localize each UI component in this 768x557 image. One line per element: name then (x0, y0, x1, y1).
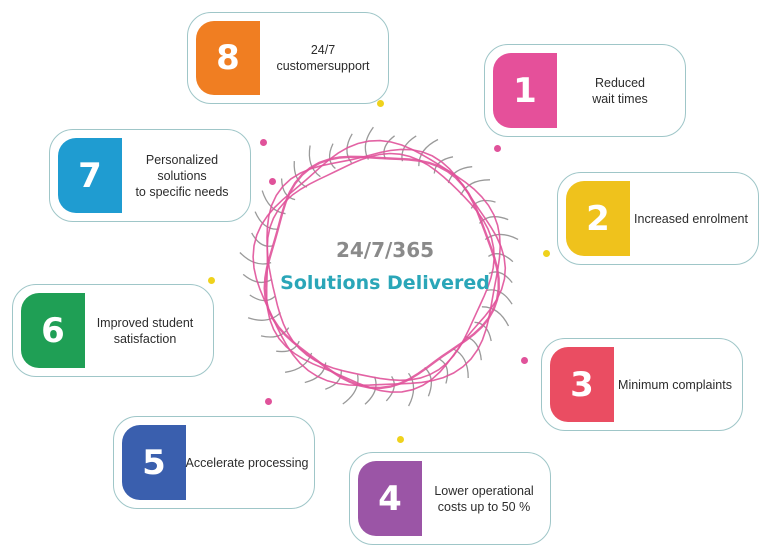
ring-spike (452, 348, 469, 379)
item-badge-7: 7 (58, 138, 122, 213)
ring-spike (239, 252, 272, 265)
item-text-2: Increased enrolment (634, 211, 748, 226)
item-card-3: 3 Minimum complaints (541, 338, 743, 431)
ring-spike (342, 374, 359, 405)
center-title-top: 24/7/365 (335, 238, 435, 262)
connector-dot-yellow (377, 100, 384, 107)
ring-loop (265, 148, 507, 393)
connector-dot-yellow (397, 436, 404, 443)
connector-dot-pink (260, 139, 267, 146)
ring-spike (325, 369, 342, 390)
ring-spike (433, 156, 454, 174)
ring-spike (280, 178, 296, 201)
ring-spike (385, 376, 395, 402)
item-badge-2: 2 (566, 181, 630, 256)
item-card-1: 1 Reduced wait times (484, 44, 686, 137)
ring-spike (474, 321, 492, 342)
ring-spike (249, 294, 276, 302)
ring-loop (252, 139, 502, 387)
ring-loop (266, 152, 496, 382)
item-badge-1: 1 (493, 53, 557, 128)
connector-dot-pink (494, 145, 501, 152)
center-title-bottom: Solutions Delivered (280, 272, 490, 294)
item-text-7: Personalized solutions to specific needs (135, 152, 229, 199)
item-text-6: Improved student satisfaction (96, 315, 194, 346)
ring-spike (251, 232, 274, 247)
ring-spike (247, 312, 281, 321)
item-card-5: 5 Accelerate processing (113, 416, 315, 509)
ring-spike (407, 372, 415, 407)
item-badge-4: 4 (358, 461, 422, 536)
item-card-6: 6 Improved student satisfaction (12, 284, 214, 377)
ring-spike (328, 143, 336, 170)
ring-spike (383, 135, 395, 160)
connector-dot-yellow (543, 250, 550, 257)
item-text-8: 24/7 customersupport (276, 43, 370, 73)
item-badge-6: 6 (21, 293, 85, 368)
item-badge-5: 5 (122, 425, 186, 500)
ring-spike (418, 138, 439, 167)
item-card-4: 4 Lower operational costs up to 50 % (349, 452, 551, 545)
ring-spike (439, 358, 449, 384)
connector-dot-pink (265, 398, 272, 405)
ring-spike (308, 145, 321, 178)
item-card-7: 7 Personalized solutions to specific nee… (49, 129, 251, 222)
ring-spike (364, 376, 377, 405)
connector-dot-pink (521, 357, 528, 364)
item-card-8: 8 24/7 customersupport (187, 12, 389, 104)
item-card-2: 2 Increased enrolment (557, 172, 759, 265)
ring-spike (481, 306, 510, 327)
item-text-3: Minimum complaints (618, 377, 732, 392)
item-badge-8: 8 (196, 21, 260, 95)
item-badge-3: 3 (550, 347, 614, 422)
ring-spike (488, 271, 513, 283)
connector-dot-pink (269, 178, 276, 185)
item-text-1: Reduced wait times (592, 75, 648, 106)
item-text-5: Accelerate processing (185, 455, 309, 470)
ring-spike (254, 211, 279, 230)
item-text-4: Lower operational costs up to 50 % (434, 483, 534, 514)
ring-spike (460, 179, 491, 196)
connector-dot-yellow (208, 277, 215, 284)
ring-spike (447, 166, 473, 184)
